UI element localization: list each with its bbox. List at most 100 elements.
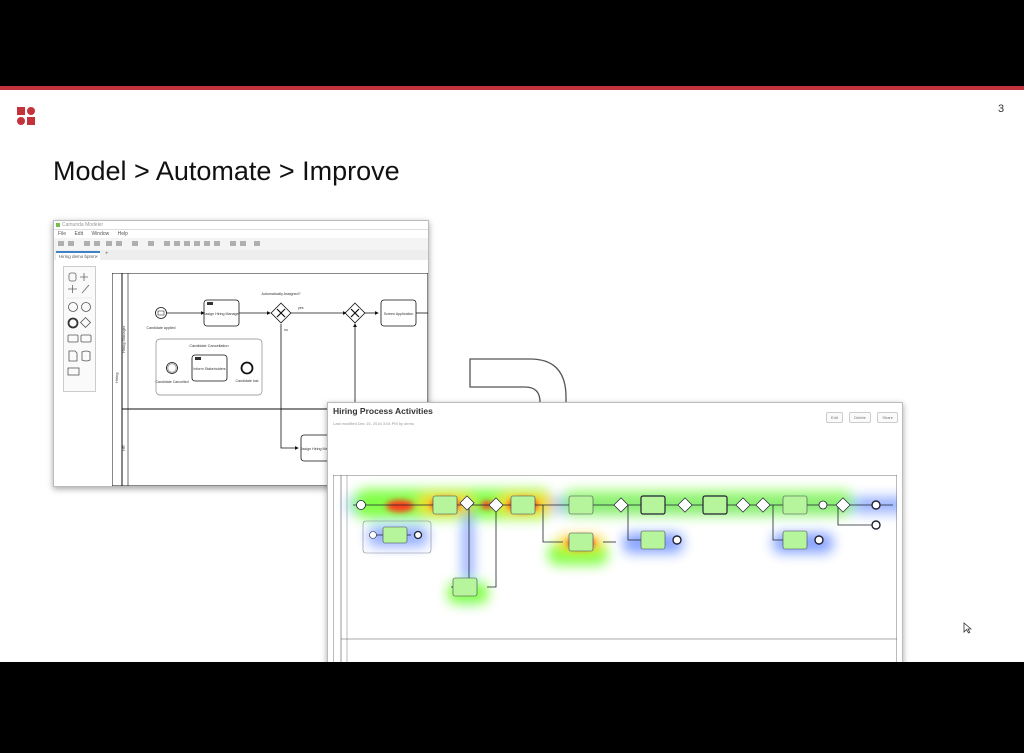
screen-application-task[interactable] [380,299,417,327]
align-bottom-icon[interactable] [214,241,220,246]
tab-add-icon[interactable]: + [105,251,109,257]
send-task-icon [195,357,201,360]
hm-sub-task[interactable] [382,526,408,544]
global-connect-icon[interactable] [81,284,90,294]
hm-gateway-5[interactable] [755,497,771,513]
deploy-icon[interactable] [254,241,260,246]
gateway-question-label: Automatically Assigned? [262,292,301,296]
task-tool-icon[interactable] [67,334,79,343]
hm-gateway[interactable] [459,495,475,511]
hm-gateway-6[interactable] [835,497,851,513]
subprocess-tool-icon[interactable] [80,334,92,343]
align-right-icon[interactable] [184,241,190,246]
hm-screen-task[interactable] [510,495,536,515]
hm-task-8[interactable] [782,530,808,550]
save-icon[interactable] [84,241,90,246]
align-left-icon[interactable] [164,241,170,246]
candidate-lost-end[interactable] [240,361,254,375]
end-event-tool-icon[interactable] [67,317,79,329]
hm-task-interview[interactable] [568,532,594,552]
data-store-tool-icon[interactable] [81,350,91,362]
hm-task-5[interactable] [640,530,666,550]
hm-task-6[interactable] [702,495,728,515]
align-center-icon[interactable] [174,241,180,246]
distribute-h-icon[interactable] [230,241,236,246]
hm-end-event-4[interactable] [871,520,881,530]
start-event-label: Candidate applied [147,326,176,330]
heatmap-title: Hiring Process Activities [333,406,433,416]
heatmap-subtitle: Last modified Dec 15, 2016 3:04 PM by de… [333,421,415,426]
hm-subprocess[interactable] [362,520,432,554]
heatmap-diagram[interactable] [333,475,897,662]
assign-manager-task[interactable] [203,299,240,327]
data-object-tool-icon[interactable] [68,350,78,362]
tab-label: Hiring demo bpmn [59,254,96,259]
modeler-menubar: File Edit Window Help [54,230,428,238]
image-export-icon[interactable] [132,241,138,246]
hm-gateway-4[interactable] [735,497,751,513]
hm-end-event-2[interactable] [814,535,824,545]
task-type-icon [207,302,213,305]
hm-sub-end[interactable] [413,530,423,540]
cancel-event-inner [167,363,177,373]
tab-hiring-demo[interactable]: Hiring demo bpmn × [56,251,100,260]
align-top-icon[interactable] [194,241,200,246]
page-number: 3 [998,103,1005,115]
lasso-tool-icon[interactable] [80,273,88,281]
hm-hr-task[interactable] [452,577,478,597]
delete-button[interactable]: Delete [849,412,871,423]
end-event-label: Candidate lost [236,379,259,383]
modeler-toolbar [54,238,428,251]
start-event[interactable] [155,307,167,319]
mouse-cursor-icon [963,622,972,634]
bottom-letterbox [0,662,1024,753]
accent-rule [0,86,1024,90]
heatmap-actions: Edit Delete Share [824,406,898,424]
hm-merge-gateway[interactable] [488,497,504,513]
hm-sub-start[interactable] [369,531,377,539]
menu-edit[interactable]: Edit [74,231,84,237]
hr-assign-label: Assign Hiring Manager [300,447,337,451]
save-all-icon[interactable] [94,241,100,246]
redo-icon[interactable] [116,241,122,246]
hm-end-event-1[interactable] [672,535,682,545]
new-file-icon[interactable] [58,241,64,246]
slide-title: Model > Automate > Improve [53,156,400,186]
modeler-window-title: Camunda Modeler [62,222,104,228]
company-logo [17,107,35,125]
color-icon[interactable] [148,241,154,246]
hm-task-7[interactable] [782,495,808,515]
open-file-icon[interactable] [68,241,74,246]
pool-tool-icon[interactable] [67,367,80,376]
space-tool-icon[interactable] [68,285,77,293]
hand-tool-icon[interactable] [68,272,77,282]
cancel-event[interactable] [166,362,178,374]
screen-application-label: Screen Application [384,312,414,316]
lane-label-hr: HR [121,445,126,451]
inform-stakeholders-task[interactable] [191,354,228,382]
intermediate-event-tool-icon[interactable] [81,302,91,312]
pool-label: Hiring [114,373,119,383]
gateway-tool-icon[interactable] [79,316,92,329]
hm-assign-task[interactable] [432,495,458,515]
hm-start-event[interactable] [356,500,366,510]
distribute-v-icon[interactable] [240,241,246,246]
hm-gateway-2[interactable] [613,497,629,513]
hm-task-4[interactable] [640,495,666,515]
share-button[interactable]: Share [877,412,898,423]
undo-icon[interactable] [106,241,112,246]
tab-close-icon[interactable]: × [95,254,98,259]
hm-intermediate-event[interactable] [818,500,828,510]
start-event-tool-icon[interactable] [68,302,78,312]
slide: 3 Model > Automate > Improve Camunda Mod… [0,90,1024,662]
hm-task-3[interactable] [568,495,594,515]
hm-end-event-3[interactable] [871,500,881,510]
bpmn-canvas[interactable]: Hiring Hiring Manager HR Candidate appli… [112,273,428,486]
menu-window[interactable]: Window [91,231,110,237]
align-middle-icon[interactable] [204,241,210,246]
edit-button[interactable]: Edit [825,412,843,423]
menu-help[interactable]: Help [117,231,128,237]
hm-gateway-3[interactable] [677,497,693,513]
menu-file[interactable]: File [58,231,67,237]
lane-label-manager: Hiring Manager [121,325,126,353]
